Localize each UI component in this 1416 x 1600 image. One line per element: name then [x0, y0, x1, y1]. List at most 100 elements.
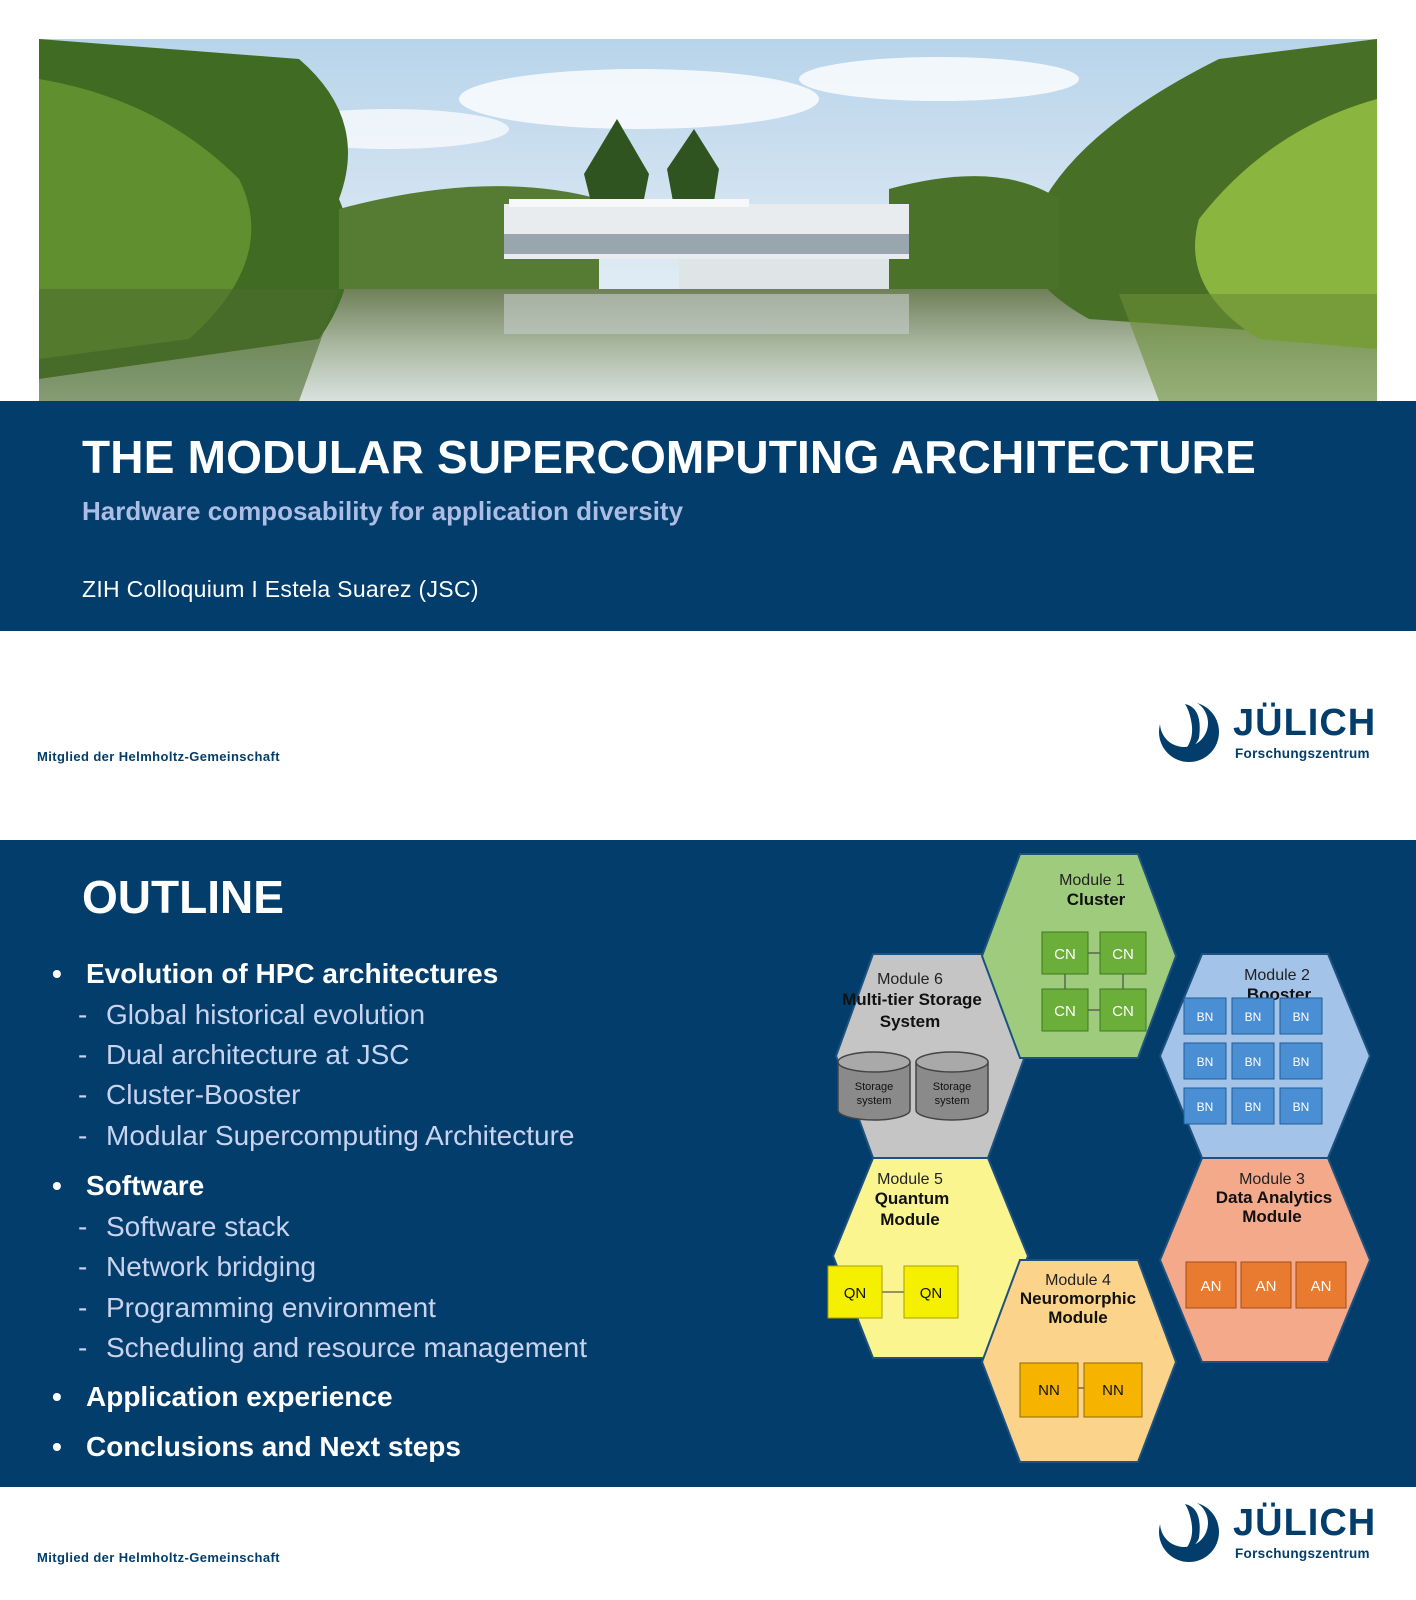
svg-text:NN: NN — [1038, 1382, 1060, 1399]
outline-subitem-label: Software stack — [106, 1211, 290, 1242]
dash-icon: - — [78, 1120, 88, 1151]
bn-node: BN — [1183, 997, 1227, 1035]
svg-text:BN: BN — [1293, 1055, 1310, 1069]
outline-item-label: Evolution of HPC architectures — [86, 958, 499, 989]
outline-item: •Application experience — [52, 1381, 393, 1413]
helmholtz-membership-note: Mitglied der Helmholtz-Gemeinschaft — [37, 1550, 280, 1565]
outline-item-label: Conclusions and Next steps — [86, 1431, 461, 1462]
nn-node: NN — [1083, 1362, 1143, 1418]
storage-cylinder-icon: Storage system — [915, 1051, 989, 1121]
module-2-number: Module 2 — [1244, 967, 1310, 984]
outline-subitem: -Programming environment — [78, 1292, 436, 1324]
svg-text:BN: BN — [1245, 1010, 1262, 1024]
svg-text:CN: CN — [1054, 946, 1076, 963]
outline-subitem-label: Cluster-Booster — [106, 1079, 301, 1110]
svg-text:CN: CN — [1054, 1003, 1076, 1020]
outline-subitem: -Dual architecture at JSC — [78, 1039, 409, 1071]
juelich-logo: JÜLICH Forschungszentrum — [1155, 1498, 1395, 1568]
svg-text:BN: BN — [1245, 1055, 1262, 1069]
module-5-name: Quantum — [875, 1189, 950, 1208]
storage-label: system — [857, 1095, 892, 1107]
outline-subitem-label: Modular Supercomputing Architecture — [106, 1120, 575, 1151]
bn-node: BN — [1231, 1042, 1275, 1080]
outline-subitem: -Software stack — [78, 1211, 290, 1243]
module-4-name: Neuromorphic — [1020, 1289, 1136, 1308]
bn-node: BN — [1279, 997, 1323, 1035]
qn-node: QN — [827, 1265, 883, 1319]
module-4-name-cont: Module — [1048, 1308, 1108, 1327]
dash-icon: - — [78, 1332, 88, 1363]
outline-subitem: -Network bridging — [78, 1251, 316, 1283]
dash-icon: - — [78, 1039, 88, 1070]
dash-icon: - — [78, 999, 88, 1030]
juelich-logo-mark-icon — [1159, 699, 1219, 762]
qn-node: QN — [903, 1265, 959, 1319]
logo-subtitle: Forschungszentrum — [1235, 1546, 1370, 1561]
module-6-hexagon: Module 6 Multi-tier Storage System Stora… — [834, 953, 1027, 1159]
presentation-title: THE MODULAR SUPERCOMPUTING ARCHITECTURE — [82, 431, 1256, 483]
storage-label: system — [935, 1095, 970, 1107]
svg-text:BN: BN — [1197, 1055, 1214, 1069]
module-5-name-cont: Module — [880, 1210, 940, 1229]
svg-text:BN: BN — [1293, 1100, 1310, 1114]
msa-module-diagram: Module 6 Multi-tier Storage System Stora… — [827, 853, 1372, 1463]
logo-name: JÜLICH — [1233, 1502, 1377, 1544]
svg-text:BN: BN — [1197, 1100, 1214, 1114]
module-6-name-cont: System — [880, 1012, 940, 1031]
cn-node: CN — [1099, 931, 1147, 975]
outline-subitem-label: Scheduling and resource management — [106, 1332, 587, 1363]
bn-node: BN — [1183, 1042, 1227, 1080]
bullet-icon: • — [52, 958, 62, 989]
bn-node: BN — [1231, 997, 1275, 1035]
storage-label: Storage — [855, 1081, 894, 1093]
cn-node: CN — [1041, 988, 1089, 1032]
module-3-hexagon: Module 3 Data Analytics Module AN AN AN — [1158, 1157, 1372, 1363]
lake-campus-photo — [39, 39, 1377, 401]
outline-subitem: -Cluster-Booster — [78, 1079, 301, 1111]
juelich-logo: JÜLICH Forschungszentrum — [1155, 698, 1395, 768]
svg-text:CN: CN — [1112, 946, 1134, 963]
cn-node: CN — [1041, 931, 1089, 975]
module-3-name: Data Analytics — [1216, 1188, 1333, 1207]
outline-subitem-label: Global historical evolution — [106, 999, 426, 1030]
bn-node: BN — [1183, 1087, 1227, 1125]
outline-slide-band — [0, 840, 1416, 1487]
outline-subitem-label: Programming environment — [106, 1292, 436, 1323]
logo-name: JÜLICH — [1233, 702, 1377, 744]
module-1-number: Module 1 — [1059, 872, 1125, 889]
bullet-icon: • — [52, 1381, 62, 1412]
an-node: AN — [1295, 1261, 1347, 1309]
module-3-number: Module 3 — [1239, 1171, 1305, 1188]
svg-text:QN: QN — [920, 1285, 943, 1302]
storage-label: Storage — [933, 1081, 972, 1093]
svg-text:CN: CN — [1112, 1003, 1134, 1020]
module-4-number: Module 4 — [1045, 1272, 1111, 1289]
helmholtz-membership-note: Mitglied der Helmholtz-Gemeinschaft — [37, 749, 280, 764]
outline-item: • Evolution of HPC architectures — [52, 958, 498, 990]
outline-item: •Software — [52, 1170, 204, 1202]
outline-subitem-label: Dual architecture at JSC — [106, 1039, 410, 1070]
svg-text:AN: AN — [1311, 1278, 1332, 1295]
bullet-icon: • — [52, 1170, 62, 1201]
outline-subitem-label: Network bridging — [106, 1251, 317, 1282]
svg-text:AN: AN — [1256, 1278, 1277, 1295]
module-4-hexagon: Module 4 Neuromorphic Module NN NN — [980, 1259, 1178, 1463]
outline-item: •Conclusions and Next steps — [52, 1431, 461, 1463]
module-1-hexagon: Module 1 Cluster CN CN CN CN — [980, 853, 1178, 1059]
bn-node: BN — [1279, 1042, 1323, 1080]
module-5-number: Module 5 — [877, 1171, 943, 1188]
module-1-name: Cluster — [1067, 890, 1126, 909]
module-3-name-cont: Module — [1242, 1207, 1302, 1226]
bn-node: BN — [1279, 1087, 1323, 1125]
cn-node: CN — [1099, 988, 1147, 1032]
svg-text:NN: NN — [1102, 1382, 1124, 1399]
module-6-name: Multi-tier Storage — [842, 990, 982, 1009]
module-6-number: Module 6 — [877, 971, 943, 988]
bn-node: BN — [1231, 1087, 1275, 1125]
module-5-hexagon: Module 5 Quantum Module QN QN — [827, 1157, 1030, 1359]
an-node: AN — [1185, 1261, 1237, 1309]
outline-subitem: -Global historical evolution — [78, 999, 425, 1031]
an-node: AN — [1240, 1261, 1292, 1309]
svg-text:BN: BN — [1245, 1100, 1262, 1114]
